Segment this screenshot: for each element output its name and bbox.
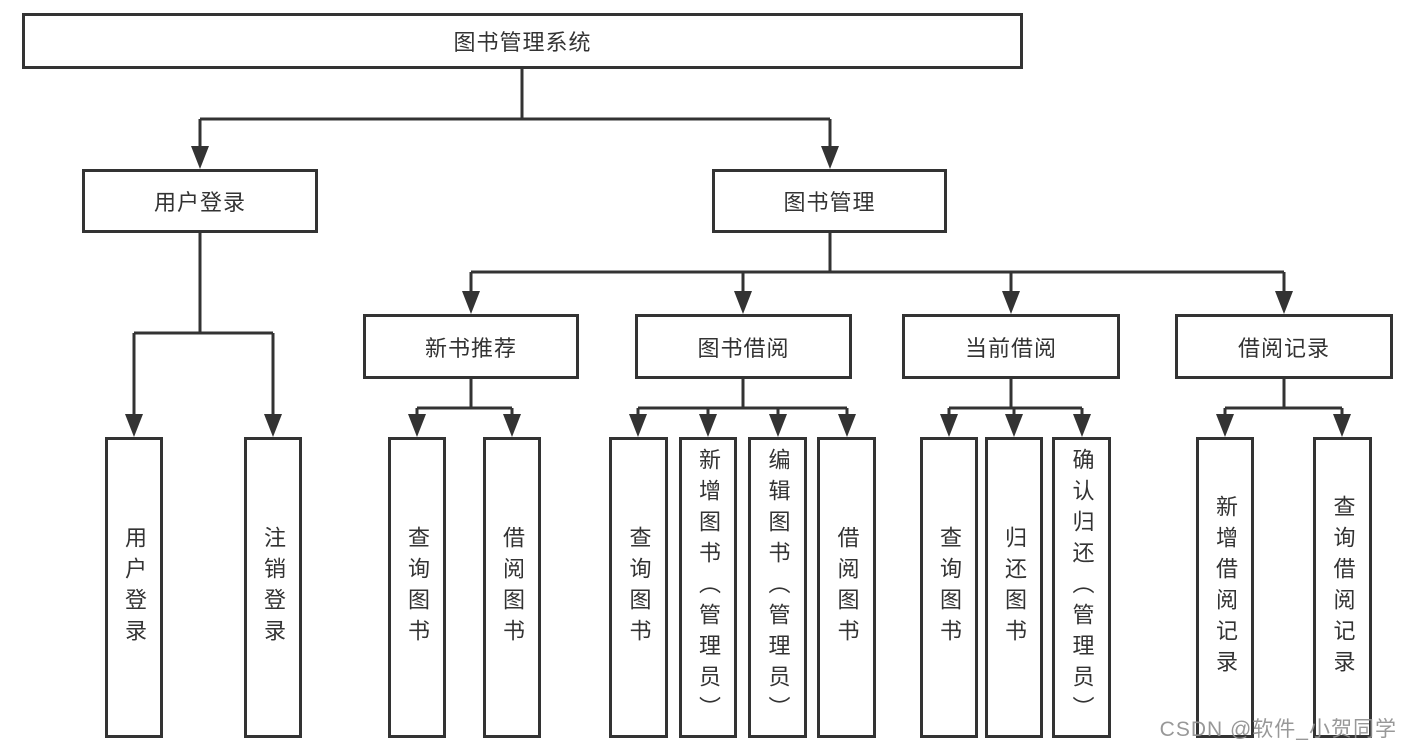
node-new-book-recommendation: 新书推荐 — [363, 314, 579, 379]
node-label: 编辑图书（管理员） — [765, 448, 791, 727]
leaf-query-books-borrowing: 查询图书 — [609, 437, 668, 738]
node-label: 查询图书 — [937, 525, 962, 650]
node-user-login: 用户登录 — [82, 169, 318, 233]
leaf-query-books-recommend: 查询图书 — [388, 437, 446, 738]
node-label: 新增图书（管理员） — [696, 448, 721, 727]
node-library-management-system: 图书管理系统 — [22, 13, 1023, 69]
node-label: 借阅图书 — [834, 525, 860, 650]
node-label: 用户登录 — [153, 190, 246, 215]
node-label: 当前借阅 — [964, 335, 1057, 361]
node-label: 新增借阅记录 — [1213, 494, 1238, 681]
node-label: 确认归还（管理员） — [1069, 448, 1095, 727]
node-book-management: 图书管理 — [712, 169, 947, 233]
node-current-borrowing: 当前借阅 — [902, 314, 1120, 379]
leaf-logout: 注销登录 — [244, 437, 302, 738]
node-label: 借阅记录 — [1237, 335, 1330, 361]
node-borrowing-records: 借阅记录 — [1175, 314, 1393, 379]
watermark-text: CSDN @软件_小贺同学 — [1159, 718, 1397, 741]
leaf-add-borrow-record: 新增借阅记录 — [1196, 437, 1254, 738]
node-label: 用户登录 — [122, 525, 147, 650]
node-label: 查询图书 — [626, 525, 652, 650]
node-label: 图书借阅 — [697, 335, 790, 361]
node-label: 查询图书 — [405, 525, 430, 650]
node-label: 归还图书 — [1002, 525, 1027, 650]
leaf-user-login: 用户登录 — [105, 437, 163, 738]
leaf-borrow-books-borrowing: 借阅图书 — [817, 437, 876, 738]
leaf-add-book-admin: 新增图书（管理员） — [679, 437, 737, 738]
arrowheads — [125, 146, 1351, 437]
connector-path — [132, 69, 1344, 418]
leaf-return-book: 归还图书 — [985, 437, 1043, 738]
leaf-query-books-current: 查询图书 — [920, 437, 978, 738]
node-book-borrowing: 图书借阅 — [635, 314, 852, 379]
node-label: 借阅图书 — [500, 525, 525, 650]
node-label: 注销登录 — [261, 525, 286, 650]
node-label: 查询借阅记录 — [1330, 494, 1356, 681]
leaf-query-borrow-record: 查询借阅记录 — [1313, 437, 1372, 738]
leaf-edit-book-admin: 编辑图书（管理员） — [748, 437, 807, 738]
node-label: 图书管理 — [783, 190, 876, 215]
leaf-confirm-return-admin: 确认归还（管理员） — [1052, 437, 1111, 738]
node-label: 新书推荐 — [424, 335, 517, 361]
node-label: 图书管理系统 — [453, 30, 592, 55]
leaf-borrow-books-recommend: 借阅图书 — [483, 437, 541, 738]
